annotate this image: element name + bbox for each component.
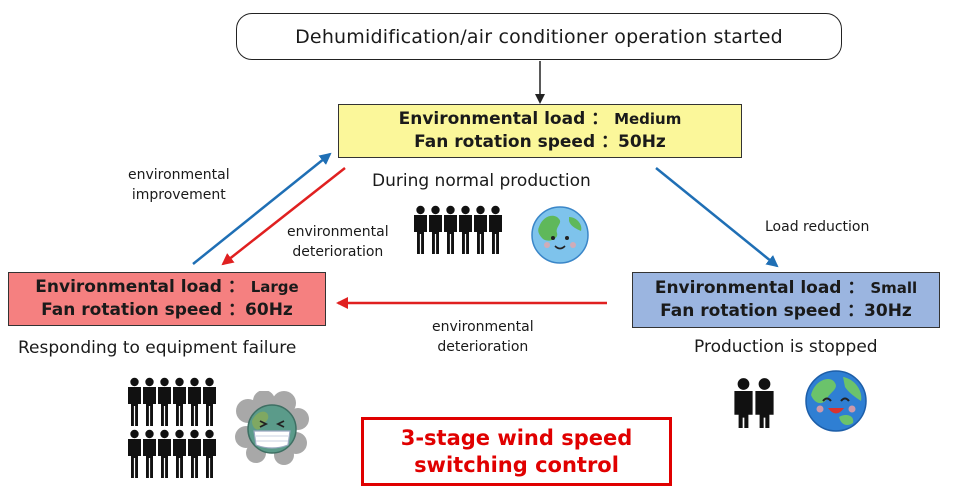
- large-load-line: Environmental load ： Large: [35, 276, 298, 299]
- person-icon: [188, 429, 201, 478]
- person-icon: [128, 429, 141, 478]
- small-fan-value: 30Hz: [864, 301, 912, 321]
- person-icon: [444, 205, 457, 254]
- large-fan-line: Fan rotation speed ：60Hz: [41, 299, 293, 322]
- deterioration-lower-label: environmental deterioration: [432, 317, 534, 357]
- person-icon: [414, 205, 427, 254]
- person-icon: [143, 377, 156, 426]
- deterioration-upper-label: environmental deterioration: [287, 222, 389, 262]
- medium-fan-line: Fan rotation speed ：50Hz: [414, 131, 666, 154]
- person-icon: [755, 378, 774, 428]
- person-icon: [143, 429, 156, 478]
- improvement-arrow: [192, 152, 332, 265]
- medium-load-label: Environmental load ：: [398, 109, 609, 129]
- person-icon: [128, 377, 141, 426]
- medium-fan-value: 50Hz: [618, 132, 666, 152]
- person-icon: [203, 377, 216, 426]
- person-icon: [429, 205, 442, 254]
- small-load-label: Environmental load ：: [654, 278, 865, 298]
- medium-fan-label: Fan rotation speed ：: [414, 132, 619, 152]
- start-label: Dehumidification/air conditioner operati…: [295, 25, 783, 48]
- person-icon: [173, 429, 186, 478]
- person-icon: [474, 205, 487, 254]
- start-node: Dehumidification/air conditioner operati…: [236, 13, 842, 60]
- small-fan-line: Fan rotation speed ：30Hz: [660, 300, 912, 323]
- small-load-line: Environmental load ： Small: [655, 277, 917, 300]
- control-line1: 3-stage wind speed: [400, 425, 633, 450]
- deterioration-lower-line1: environmental: [432, 319, 534, 335]
- person-icon: [188, 377, 201, 426]
- state-large: Environmental load ： Large Fan rotation …: [8, 272, 326, 326]
- person-icon: [158, 377, 171, 426]
- person-icon: [203, 429, 216, 478]
- deterioration-upper-line1: environmental: [287, 224, 389, 240]
- person-group-icon: [414, 205, 502, 254]
- medium-load-line: Environmental load ： Medium: [399, 108, 682, 131]
- load-reduction-label: Load reduction: [765, 219, 870, 235]
- improvement-label-line2: improvement: [131, 187, 226, 203]
- improvement-label: environmental improvement: [128, 165, 230, 205]
- earth-smile-icon: [805, 370, 867, 432]
- person-icon: [489, 205, 502, 254]
- state-small: Environmental load ： Small Fan rotation …: [632, 272, 940, 328]
- large-fan-label: Fan rotation speed ：: [41, 300, 246, 320]
- deterioration-upper-line2: deterioration: [292, 244, 384, 260]
- large-fan-value: 60Hz: [245, 300, 293, 320]
- load-reduction-arrow: [655, 167, 779, 268]
- medium-load-value: Medium: [614, 110, 682, 128]
- state-medium: Environmental load ： Medium Fan rotation…: [338, 104, 742, 158]
- person-icon: [734, 378, 753, 428]
- person-icon: [459, 205, 472, 254]
- large-load-value: Large: [250, 278, 299, 296]
- earth-smile-icon: [531, 206, 589, 264]
- medium-caption: During normal production: [372, 171, 591, 191]
- small-load-value: Small: [870, 279, 918, 297]
- earth-sick-icon: [235, 391, 309, 465]
- deterioration-upper-arrow: [221, 167, 346, 266]
- small-caption: Production is stopped: [694, 337, 878, 357]
- large-load-label: Environmental load ：: [35, 277, 245, 297]
- control-line2: switching control: [414, 452, 619, 477]
- person-group-icon: [128, 429, 216, 478]
- person-group-icon: [734, 378, 774, 428]
- person-icon: [173, 377, 186, 426]
- deterioration-lower-line2: deterioration: [437, 339, 529, 355]
- small-fan-label: Fan rotation speed ：: [660, 301, 865, 321]
- person-group-icon: [128, 377, 216, 426]
- large-caption: Responding to equipment failure: [18, 338, 297, 358]
- control-box: 3-stage wind speed switching control: [361, 417, 672, 486]
- improvement-label-line1: environmental: [128, 167, 230, 183]
- person-icon: [158, 429, 171, 478]
